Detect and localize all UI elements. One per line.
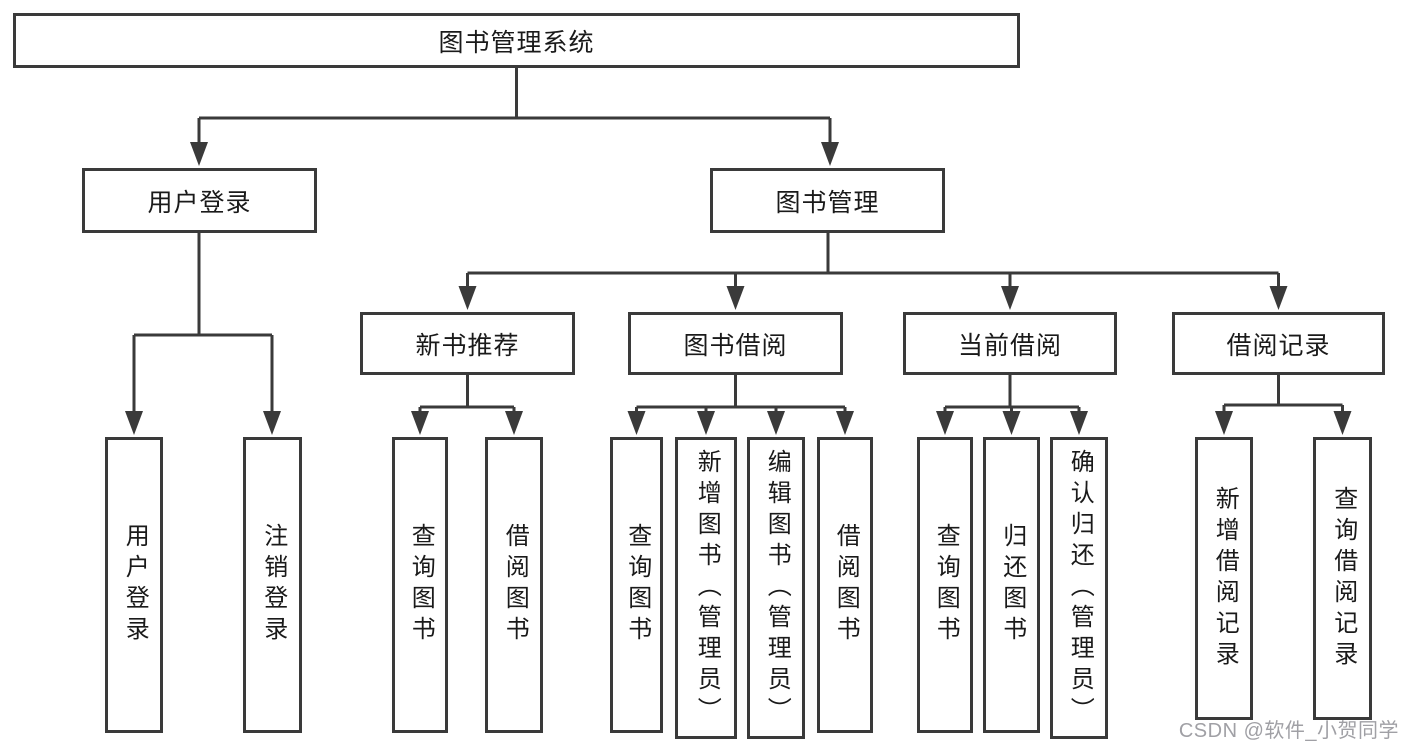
node-label: 注销登录	[259, 523, 287, 647]
leaf-query-books-2: 查询图书	[610, 437, 663, 733]
node-label: 图书管理	[775, 188, 880, 217]
leaf-return-books: 归还图书	[983, 437, 1040, 733]
node-label: 当前借阅	[957, 331, 1062, 360]
node-label: 新增图书（管理员）	[693, 448, 721, 728]
leaf-borrow-books-1: 借阅图书	[485, 437, 543, 733]
leaf-add-borrow-record: 新增借阅记录	[1195, 437, 1253, 720]
leaf-logout: 注销登录	[243, 437, 302, 733]
leaf-edit-books-admin: 编辑图书（管理员）	[747, 437, 805, 739]
leaf-add-books-admin: 新增图书（管理员）	[675, 437, 737, 739]
node-label: 借阅记录	[1226, 331, 1331, 360]
node-book-management: 图书管理	[710, 168, 945, 233]
node-label: 查询图书	[932, 523, 960, 647]
node-label: 新增借阅记录	[1211, 485, 1239, 672]
node-user-login: 用户登录	[82, 168, 317, 233]
leaf-query-books-1: 查询图书	[392, 437, 448, 733]
node-label: 借阅图书	[832, 523, 860, 647]
leaf-confirm-return-admin: 确认归还（管理员）	[1050, 437, 1108, 739]
node-label: 编辑图书（管理员）	[763, 448, 791, 728]
node-new-book-recommendation: 新书推荐	[360, 312, 575, 375]
node-label: 确认归还（管理员）	[1066, 448, 1094, 728]
node-label: 借阅图书	[501, 523, 529, 647]
node-label: 用户登录	[121, 523, 149, 647]
node-book-borrowing: 图书借阅	[628, 312, 843, 375]
node-label: 归还图书	[998, 523, 1026, 647]
leaf-query-borrow-record: 查询借阅记录	[1313, 437, 1372, 720]
node-label: 查询图书	[407, 523, 435, 647]
csdn-watermark: CSDN @软件_小贺同学	[1178, 720, 1399, 742]
node-label: 查询图书	[623, 523, 651, 647]
node-label: 新书推荐	[415, 331, 520, 360]
leaf-query-books-3: 查询图书	[917, 437, 973, 733]
leaf-borrow-books-2: 借阅图书	[817, 437, 873, 733]
node-current-borrowing: 当前借阅	[903, 312, 1117, 375]
node-label: 查询借阅记录	[1329, 485, 1357, 672]
arrowhead-icons	[125, 142, 1352, 435]
leaf-user-login: 用户登录	[105, 437, 163, 733]
node-borrowing-records: 借阅记录	[1172, 312, 1385, 375]
node-label: 图书借阅	[683, 331, 788, 360]
node-root-system: 图书管理系统	[13, 13, 1020, 68]
node-label: 用户登录	[147, 188, 252, 217]
node-label: 图书管理系统	[438, 28, 595, 57]
